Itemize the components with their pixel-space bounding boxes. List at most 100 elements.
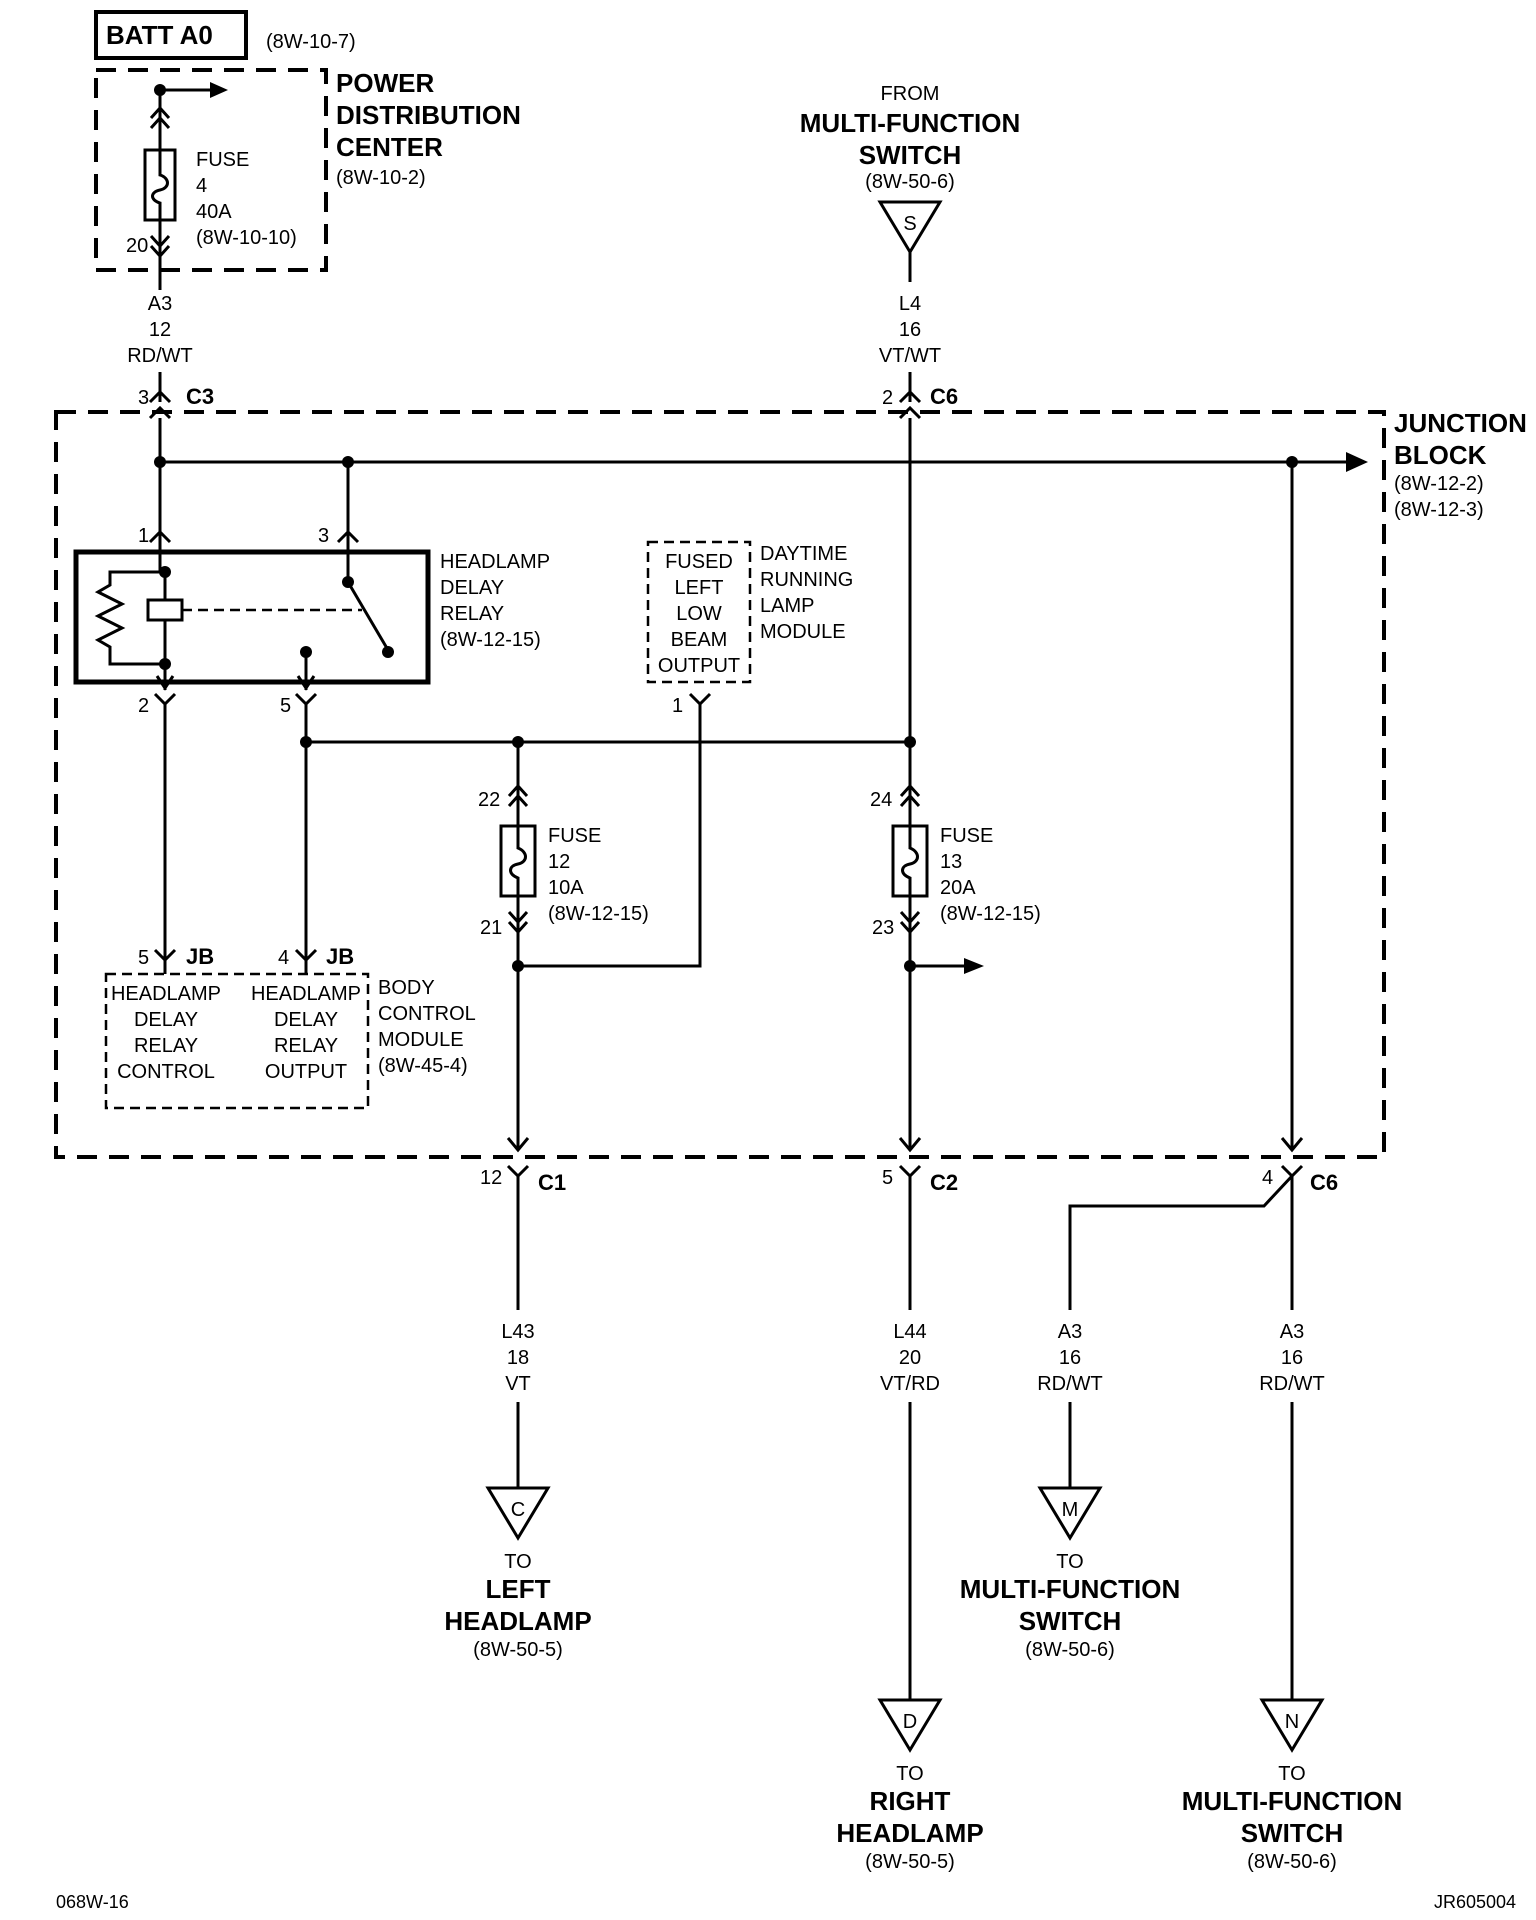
drl-box-line3: LOW (676, 603, 722, 625)
wire-a3-n-2: 16 (1281, 1347, 1303, 1369)
fuse13-pin-top: 24 (870, 789, 892, 811)
fuse13-arrow-icon (964, 958, 984, 974)
to-left-ref: (8W-50-5) (473, 1639, 563, 1661)
bcm-line2: CONTROL (378, 1003, 476, 1025)
junction-block-outline (54, 410, 1386, 1159)
wire-l44-1: L44 (893, 1321, 926, 1343)
fuse4-line4: (8W-10-10) (196, 227, 297, 249)
from-mfs-ref: (8W-50-6) (865, 171, 955, 193)
wire-l4-2: 16 (899, 319, 921, 341)
pdc-title-2: DISTRIBUTION (336, 100, 521, 130)
wire-l4-1: L4 (899, 293, 921, 315)
drl-box-line4: BEAM (671, 629, 728, 651)
batt-label: BATT A0 (106, 20, 213, 50)
fuse12-line2: 12 (548, 851, 570, 873)
fuse12-line1: FUSE (548, 825, 601, 847)
bcm-left-line3: RELAY (134, 1035, 198, 1057)
connector-d-letter: D (903, 1711, 917, 1733)
fuse4-line1: FUSE (196, 149, 249, 171)
bcm-left-line2: DELAY (134, 1009, 198, 1031)
relay-pin-2: 2 (138, 695, 149, 717)
fuse13-pin-bottom: 23 (872, 917, 894, 939)
fuse4-line2: 4 (196, 175, 207, 197)
drl-box (646, 540, 752, 684)
bcm-right-line3: RELAY (274, 1035, 338, 1057)
connector-d-icon (877, 1698, 943, 1753)
wire-a3-top-2: 12 (149, 319, 171, 341)
relay-pin-1: 1 (138, 525, 149, 547)
wire-a3-n-3: RD/WT (1259, 1373, 1325, 1395)
c3-pin: 3 (138, 387, 149, 409)
to-mfs-n-line2: SWITCH (1241, 1818, 1344, 1848)
fuse12-pin-bottom: 21 (480, 917, 502, 939)
c3-name: C3 (186, 384, 214, 409)
bcm-pin-right: 4 (278, 947, 289, 969)
to-right-line1: RIGHT (870, 1786, 951, 1816)
relay-resistor-icon (94, 570, 165, 666)
drl-line4: MODULE (760, 621, 846, 643)
drl-line3: LAMP (760, 595, 814, 617)
drl-box-line1: FUSED (665, 551, 733, 573)
to-left-to: TO (504, 1551, 531, 1573)
pdc-outline (94, 68, 328, 272)
bcm-line4: (8W-45-4) (378, 1055, 468, 1077)
batt-box (94, 10, 248, 60)
c2-name: C2 (930, 1170, 958, 1195)
relay-box (73, 549, 431, 685)
pdc-ref: (8W-10-2) (336, 167, 426, 189)
footer-right: JR605004 (1434, 1892, 1516, 1912)
fuse13-line1: FUSE (940, 825, 993, 847)
drl-pin: 1 (672, 695, 683, 717)
relay-pin-5: 5 (280, 695, 291, 717)
bcm-line1: BODY (378, 977, 435, 999)
to-right-to: TO (896, 1763, 923, 1785)
footer-left: 068W-16 (56, 1892, 129, 1912)
to-mfs-m-ref: (8W-50-6) (1025, 1639, 1115, 1661)
connector-c-letter: C (511, 1499, 525, 1521)
from-mfs-line1: FROM (881, 83, 940, 105)
from-mfs-line3: SWITCH (859, 140, 962, 170)
jb-title-1: JUNCTION (1394, 408, 1527, 438)
wire-a3-m-2: 16 (1059, 1347, 1081, 1369)
to-right-ref: (8W-50-5) (865, 1851, 955, 1873)
to-mfs-n-line1: MULTI-FUNCTION (1182, 1786, 1402, 1816)
c6-bottom-pin: 4 (1262, 1167, 1273, 1189)
connector-m-letter: M (1062, 1499, 1079, 1521)
fuse4-line3: 40A (196, 201, 232, 223)
wire-l44-3: VT/RD (880, 1373, 940, 1395)
c6-top-pin: 2 (882, 387, 893, 409)
wire-a3-top-1: A3 (148, 293, 172, 315)
drl-box-line2: LEFT (675, 577, 724, 599)
connector-s-letter: S (903, 213, 916, 235)
c2-pin: 5 (882, 1167, 893, 1189)
bcm-left-line4: CONTROL (117, 1061, 215, 1083)
to-mfs-m-line1: MULTI-FUNCTION (960, 1574, 1180, 1604)
wire-l43-2: 18 (507, 1347, 529, 1369)
relay-pin-3: 3 (318, 525, 329, 547)
bcm-right-line1: HEADLAMP (251, 983, 361, 1005)
bcm-pin-left: 5 (138, 947, 149, 969)
bcm-right-line4: OUTPUT (265, 1061, 347, 1083)
jb-title-2: BLOCK (1394, 440, 1487, 470)
jb-ref-1: (8W-12-2) (1394, 473, 1484, 495)
pdc-arrow-icon (210, 82, 228, 98)
wire-l43-1: L43 (501, 1321, 534, 1343)
pdc-pin-20: 20 (126, 235, 148, 257)
bcm-pin-left-conn: JB (186, 944, 214, 969)
bcm-pin-right-conn: JB (326, 944, 354, 969)
jb-ref-2: (8W-12-3) (1394, 499, 1484, 521)
relay-line3: RELAY (440, 603, 504, 625)
relay-switch-icon (346, 581, 390, 651)
c6-top-name: C6 (930, 384, 958, 409)
relay-coil-icon (146, 598, 184, 622)
connector-s-icon (877, 200, 943, 255)
to-mfs-m-to: TO (1056, 1551, 1083, 1573)
fuse13-line3: 20A (940, 877, 976, 899)
bcm-box (104, 972, 370, 1110)
from-mfs-line2: MULTI-FUNCTION (800, 108, 1020, 138)
drl-line1: DAYTIME (760, 543, 847, 565)
wire-l43-3: VT (505, 1373, 531, 1395)
to-left-line1: LEFT (486, 1574, 551, 1604)
relay-line1: HEADLAMP (440, 551, 550, 573)
